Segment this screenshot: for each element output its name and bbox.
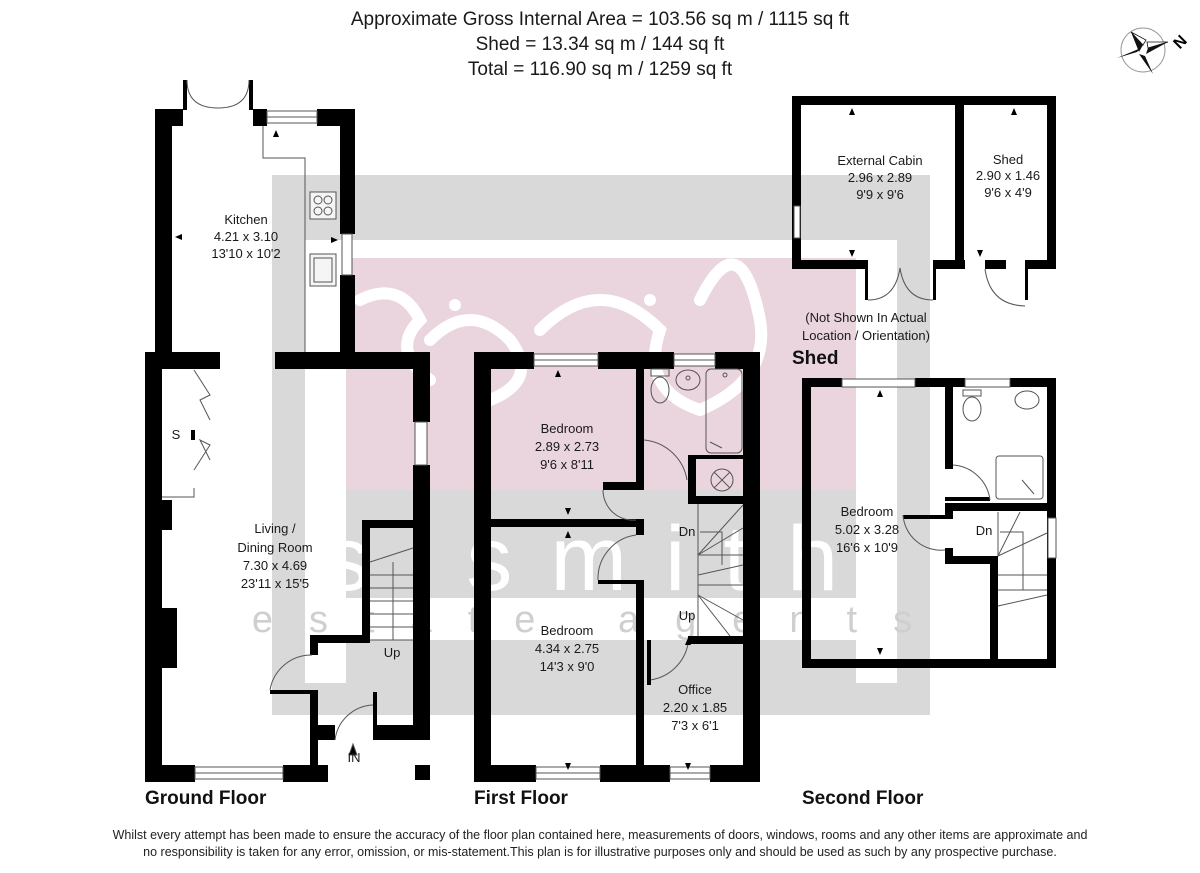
kitchen-metric: 4.21 x 3.10: [214, 229, 278, 244]
north-compass-icon: [1117, 27, 1169, 74]
first-floor-plan: [474, 352, 760, 782]
bedroom-2-label: Bedroom: [541, 623, 594, 638]
compass-north-label: N: [1171, 32, 1191, 52]
first-floor-fixtures: [533, 353, 744, 780]
external-cabin-imperial: 9'9 x 9'6: [856, 187, 904, 202]
kitchen-label: Kitchen: [224, 212, 267, 227]
living-room-label-line2: Dining Room: [237, 540, 312, 555]
first-floor-title: First Floor: [474, 788, 568, 809]
bedroom-3-label: Bedroom: [841, 504, 894, 519]
watermark-tagline: estate agents: [252, 599, 948, 641]
second-stairs-down-label: Dn: [976, 523, 993, 538]
living-room-metric: 7.30 x 4.69: [243, 558, 307, 573]
bedroom-2-metric: 4.34 x 2.75: [535, 641, 599, 656]
shed-fixtures: [793, 205, 1026, 307]
watermark: [272, 175, 930, 715]
disclaimer-line1: Whilst every attempt has been made to en…: [112, 828, 1088, 842]
ground-floor-fixtures: [162, 79, 428, 780]
living-room-label-line1: Living /: [254, 521, 296, 536]
ground-floor-title: Ground Floor: [145, 788, 267, 809]
kitchen-imperial: 13'10 x 10'2: [211, 246, 280, 261]
second-floor-title: Second Floor: [802, 788, 924, 809]
shed-area-line: Shed = 13.34 sq m / 144 sq ft: [475, 34, 725, 55]
disclaimer-line2: no responsibility is taken for any error…: [143, 845, 1057, 859]
bedroom-1-label: Bedroom: [541, 421, 594, 436]
bedroom-1-imperial: 9'6 x 8'11: [540, 457, 594, 472]
bedroom-2-imperial: 14'3 x 9'0: [540, 659, 595, 674]
total-area-line: Total = 116.90 sq m / 1259 sq ft: [467, 59, 733, 80]
shed-plan: [792, 96, 1056, 300]
shed-room-imperial: 9'6 x 4'9: [984, 185, 1032, 200]
external-cabin-label: External Cabin: [837, 153, 922, 168]
bedroom-3-metric: 5.02 x 3.28: [835, 522, 899, 537]
shed-room-label: Shed: [993, 152, 1023, 167]
entrance-label: IN: [348, 750, 361, 765]
first-stairs-down-label: Dn: [679, 524, 696, 539]
bedroom-3-imperial: 16'6 x 10'9: [836, 540, 898, 555]
external-cabin-metric: 2.96 x 2.89: [848, 170, 912, 185]
living-room-imperial: 23'11 x 15'5: [241, 576, 309, 591]
dimension-arrows: [175, 108, 1017, 770]
second-floor-fixtures: [841, 378, 1057, 607]
shed-room-metric: 2.90 x 1.46: [976, 168, 1040, 183]
gross-area-line: Approximate Gross Internal Area = 103.56…: [350, 9, 850, 30]
shed-note-line1: (Not Shown In Actual: [805, 310, 927, 325]
office-metric: 2.20 x 1.85: [663, 700, 727, 715]
office-imperial: 7'3 x 6'1: [671, 718, 719, 733]
storage-label: S: [172, 427, 181, 442]
first-stairs-up-label: Up: [679, 608, 696, 623]
ground-floor-plan: [145, 80, 430, 782]
office-label: Office: [678, 682, 712, 697]
ground-stairs-up-label: Up: [384, 645, 401, 660]
bedroom-1-metric: 2.89 x 2.73: [535, 439, 599, 454]
shed-title: Shed: [792, 348, 838, 369]
shed-note-line2: Location / Orientation): [802, 328, 930, 343]
